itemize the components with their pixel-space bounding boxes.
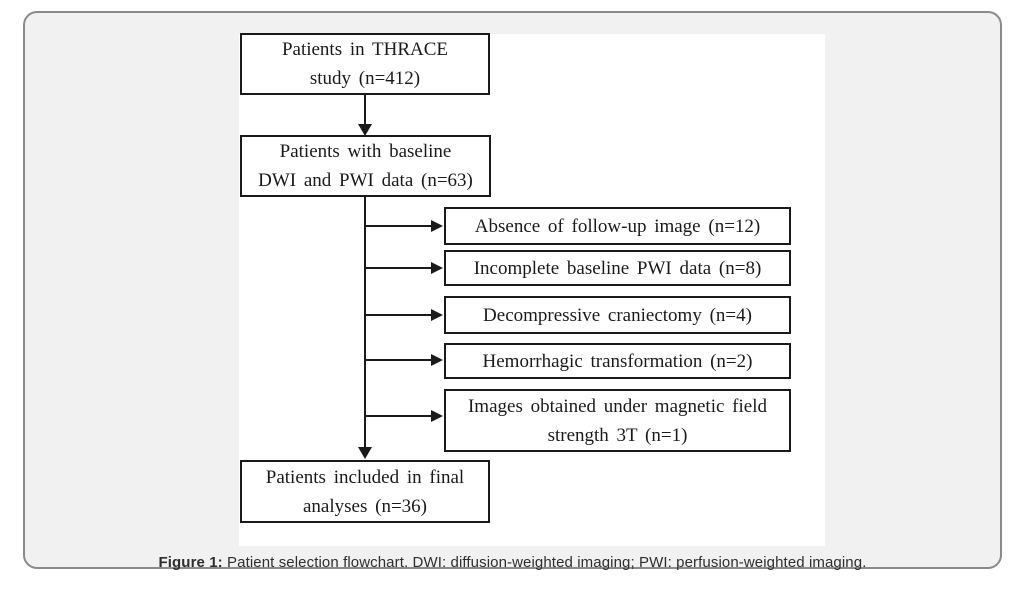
figure-caption-text: Patient selection flowchart. DWI: diffus… <box>222 554 867 571</box>
node-baseline-line2: DWI and PWI data (n=63) <box>258 170 473 191</box>
figure-caption-label: Figure 1: <box>158 554 223 571</box>
exclusion-3t-line2: strength 3T (n=1) <box>547 424 688 446</box>
node-baseline-dwi-pwi: Patients with baseline DWI and PWI data … <box>240 135 491 197</box>
figure-caption: Figure 1: Patient selection flowchart. D… <box>25 554 1000 571</box>
exclusion-craniectomy-label: Decompressive craniectomy (n=4) <box>483 304 752 326</box>
node-final-analyses: Patients included in final analyses (n=3… <box>240 460 490 523</box>
exclusion-3t-field: Images obtained under magnetic field str… <box>444 389 791 452</box>
arrow-right-icon-5 <box>431 410 443 422</box>
branch-line-2 <box>365 267 432 269</box>
arrow-down-icon-top <box>358 124 372 136</box>
exclusion-incomplete-pwi: Incomplete baseline PWI data (n=8) <box>444 250 791 286</box>
exclusion-3t-line1: Images obtained under magnetic field <box>467 395 767 417</box>
exclusion-hemorrhagic: Hemorrhagic transformation (n=2) <box>444 343 791 379</box>
arrow-right-icon-4 <box>431 354 443 366</box>
arrow-right-icon-1 <box>431 220 443 232</box>
exclusion-craniectomy: Decompressive craniectomy (n=4) <box>444 296 791 334</box>
connector-line-top <box>364 95 366 126</box>
node-thrace-study-line2: study (n=412) <box>309 68 421 89</box>
exclusion-hemorrhagic-label: Hemorrhagic transformation (n=2) <box>482 350 753 372</box>
connector-line-spine <box>364 197 366 448</box>
exclusion-no-followup-label: Absence of follow-up image (n=12) <box>474 215 761 237</box>
node-final-line1: Patients included in final <box>265 466 465 488</box>
arrow-right-icon-3 <box>431 309 443 321</box>
node-thrace-study: Patients in THRACE study (n=412) <box>240 33 490 95</box>
node-final-line2: analyses (n=36) <box>303 495 427 517</box>
node-thrace-study-line1: Patients in THRACE <box>281 39 449 60</box>
arrow-down-icon-final <box>358 447 372 459</box>
branch-line-5 <box>365 415 432 417</box>
branch-line-1 <box>365 225 432 227</box>
figure-card: Patients in THRACE study (n=412) Patient… <box>23 11 1002 571</box>
exclusion-incomplete-pwi-label: Incomplete baseline PWI data (n=8) <box>473 257 762 279</box>
exclusion-no-followup-image: Absence of follow-up image (n=12) <box>444 207 791 245</box>
branch-line-4 <box>365 359 432 361</box>
branch-line-3 <box>365 314 432 316</box>
node-baseline-line1: Patients with baseline <box>279 141 452 162</box>
arrow-right-icon-2 <box>431 262 443 274</box>
